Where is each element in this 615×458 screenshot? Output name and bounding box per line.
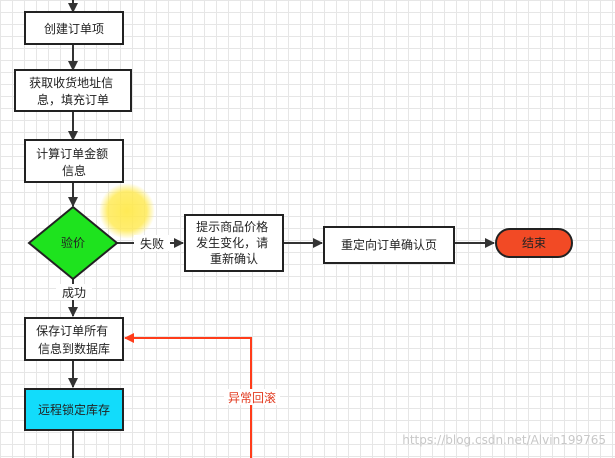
edge-label-fail-bg (134, 235, 170, 251)
node-calc-amount-line-1: 计算订单金额 (36, 146, 108, 161)
node-redirect-confirm-label: 重定向订单确认页 (341, 237, 437, 252)
edge-label-fail: 失败 (140, 236, 164, 251)
svg-text:创建订单项: 创建订单项 (44, 22, 104, 36)
svg-text:计算订单金额 信息: 计算订单金额 信息 (36, 146, 112, 178)
node-end: 结束 (495, 228, 573, 258)
node-price-change-line-2: 发生变化，请 (196, 235, 268, 250)
node-remote-lock: 远程锁定库存 (24, 388, 124, 431)
node-save-order: 保存订单所有 信息到数据库 (24, 317, 124, 361)
svg-text:重定向订单确认页: 重定向订单确认页 (341, 237, 437, 252)
node-calc-amount: 计算订单金额 信息 (24, 139, 124, 183)
node-price-change-line-1: 提示商品价格 (196, 219, 268, 234)
edge-label-rollback: 异常回滚 (228, 390, 276, 405)
node-check-price-label: 验价 (61, 235, 85, 250)
node-end-label: 结束 (522, 236, 546, 250)
edge-label-rollback-bg (224, 389, 280, 405)
svg-text:保存订单所有 信息到数据库: 保存订单所有 信息到数据库 (36, 324, 112, 356)
node-calc-amount-line-2: 信息 (62, 163, 86, 178)
edge-rollback (124, 333, 252, 458)
node-create-order-item-line-1: 创建订单项 (44, 22, 104, 36)
node-redirect-confirm: 重定向订单确认页 (323, 226, 455, 264)
svg-text:结束: 结束 (522, 236, 546, 250)
node-remote-lock-label: 远程锁定库存 (38, 402, 110, 417)
edge-label-success: 成功 (62, 286, 86, 300)
node-save-order-line-2: 信息到数据库 (38, 341, 110, 356)
svg-text:验价: 验价 (61, 235, 85, 250)
node-check-price: 验价 (27, 205, 119, 281)
svg-text:获取收货地址信 息，填充订单: 获取收货地址信 息，填充订单 (29, 75, 117, 107)
node-get-address-line-1: 获取收货地址信 (29, 75, 113, 90)
node-price-change-line-3: 重新确认 (210, 251, 258, 266)
node-get-address-line-2: 息，填充订单 (37, 92, 109, 107)
watermark: https://blog.csdn.net/Alvin199765 (402, 433, 606, 447)
node-get-address: 获取收货地址信 息，填充订单 (14, 69, 132, 112)
node-save-order-line-1: 保存订单所有 (36, 324, 108, 338)
node-price-change: 提示商品价格 发生变化，请 重新确认 (184, 214, 284, 272)
svg-text:远程锁定库存: 远程锁定库存 (38, 402, 110, 417)
cursor-highlight (99, 183, 155, 239)
node-create-order-item: 创建订单项 (24, 11, 124, 45)
edge-label-success-bg (56, 284, 92, 300)
svg-text:提示商品价格 发生变化，请 重新确认: 提示商品价格 发生变化，请 重新确认 (196, 219, 272, 266)
